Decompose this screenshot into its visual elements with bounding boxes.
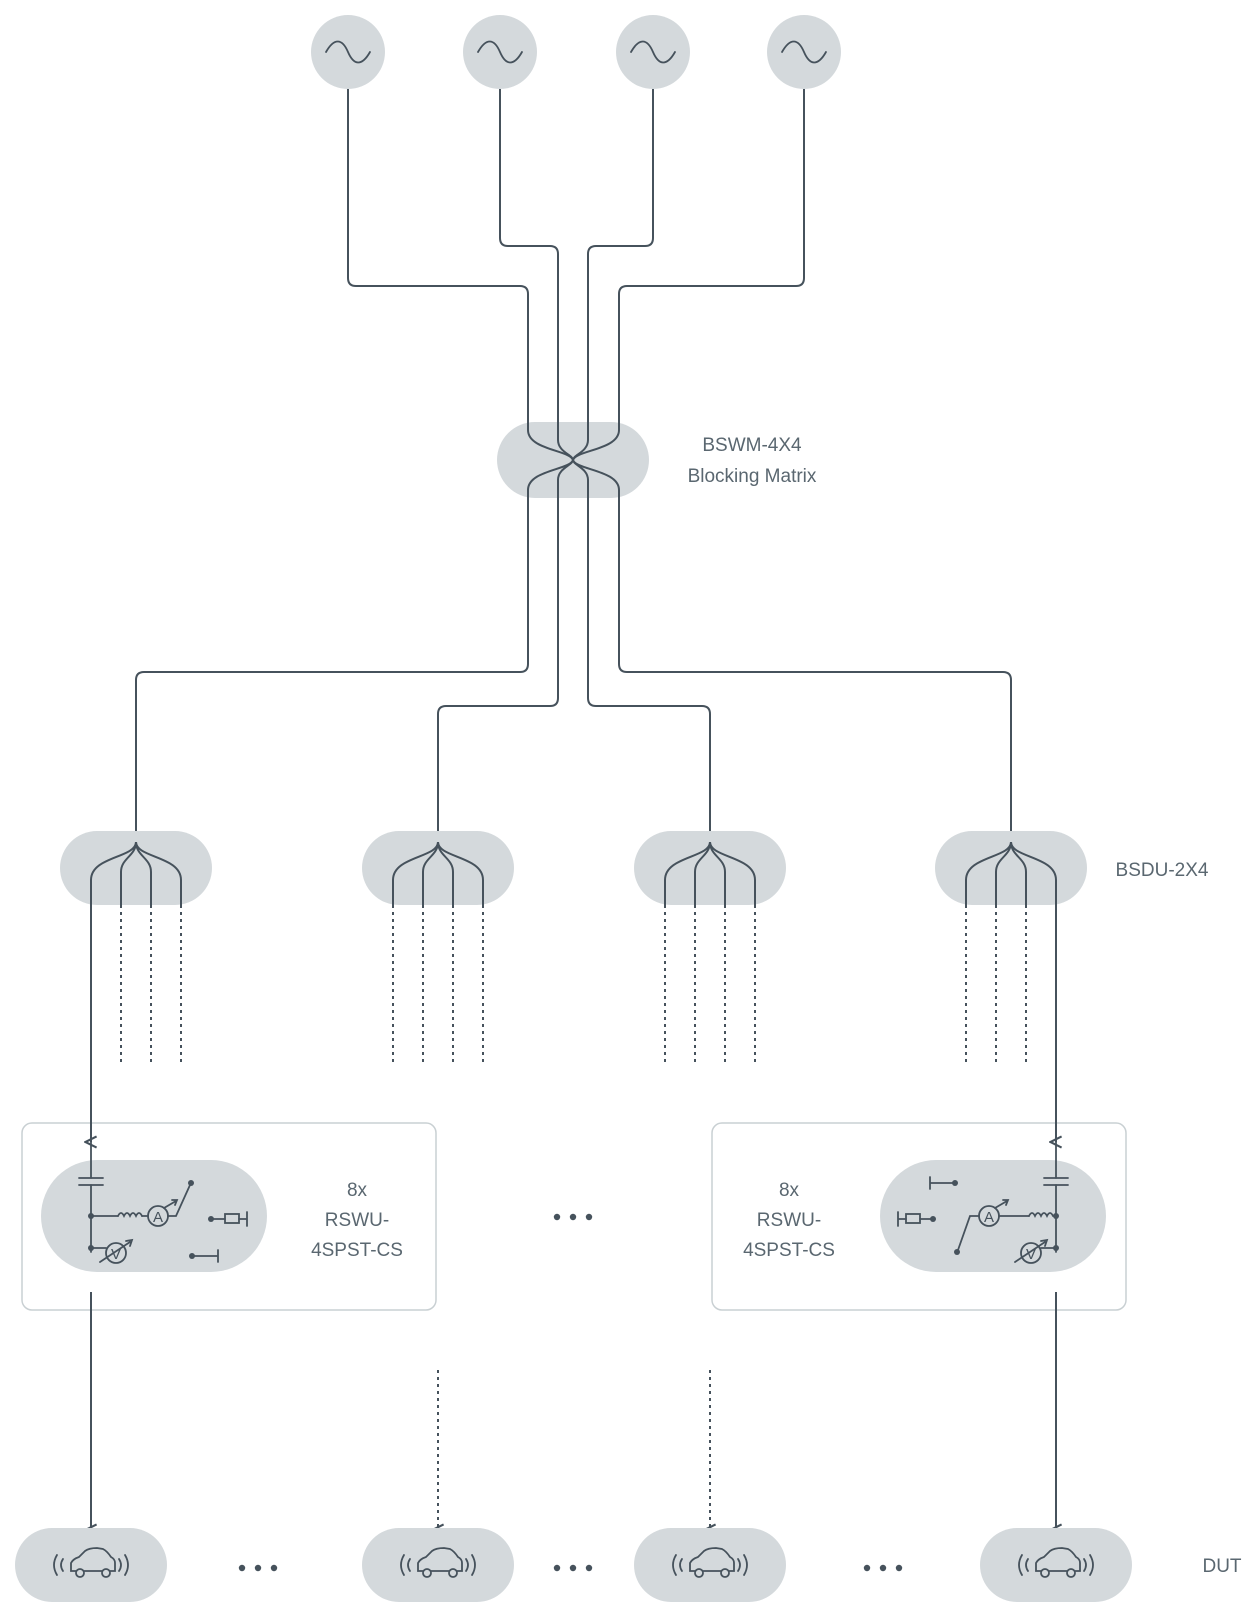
duts	[15, 1528, 1132, 1602]
inductor-icon	[117, 1212, 143, 1219]
voltmeter-letter: V	[111, 1246, 121, 1263]
resistor-icon	[208, 1211, 248, 1227]
switch-icon	[954, 1215, 980, 1255]
car-wireless-icon	[362, 1528, 514, 1602]
car-wireless-icon	[15, 1528, 167, 1602]
open-terminal-icon	[189, 1249, 219, 1263]
splitter-block	[935, 831, 1087, 1063]
inductor-icon	[1028, 1212, 1057, 1219]
splitter-block	[634, 831, 786, 1063]
ac-source-icon	[767, 15, 841, 89]
switch-count-label: 8x	[779, 1180, 800, 1201]
matrix-name-label: BSWM-4X4	[702, 435, 802, 456]
open-terminal-icon	[929, 1176, 958, 1190]
ac-source-icon	[463, 15, 537, 89]
car-wireless-icon	[634, 1528, 786, 1602]
matrix-desc-label: Blocking Matrix	[688, 466, 817, 487]
voltmeter-icon: V	[90, 1238, 134, 1264]
source-wires	[347, 89, 805, 461]
switch-icon	[167, 1180, 194, 1217]
switch-name-label: 4SPST-CS	[743, 1240, 835, 1261]
ellipsis-icon	[553, 1213, 593, 1221]
switch-name-label: RSWU-	[325, 1210, 389, 1231]
switch-count-label: 8x	[347, 1180, 368, 1201]
ellipsis-icon	[238, 1564, 278, 1572]
ac-sources	[311, 15, 841, 89]
switch-unit-left: A V 8x RSWU- 4SPST-CS	[21, 1055, 437, 1318]
dut-label: DUT	[1202, 1556, 1241, 1577]
splitter-block	[60, 831, 212, 1063]
voltmeter-icon: V	[1014, 1238, 1057, 1264]
voltmeter-letter: V	[1026, 1246, 1036, 1263]
ammeter-letter: A	[984, 1209, 994, 1226]
car-wireless-icon	[980, 1528, 1132, 1602]
switch-name-label: 4SPST-CS	[311, 1240, 403, 1261]
resistor-icon	[897, 1211, 936, 1227]
ac-source-icon	[616, 15, 690, 89]
ellipsis-icon	[863, 1564, 903, 1572]
splitter-block	[362, 831, 514, 1063]
splitters	[60, 831, 1087, 1063]
switch-name-label: RSWU-	[757, 1210, 821, 1231]
matrix-output-wires	[135, 459, 1012, 842]
ellipsis-icon	[553, 1564, 593, 1572]
switch-unit-right: A V 8x RSWU- 4SPST-CS	[711, 1055, 1127, 1318]
splitter-label: BSDU-2X4	[1116, 860, 1209, 881]
dut-wires	[91, 1318, 1056, 1530]
ac-source-icon	[311, 15, 385, 89]
ammeter-letter: A	[153, 1209, 163, 1226]
